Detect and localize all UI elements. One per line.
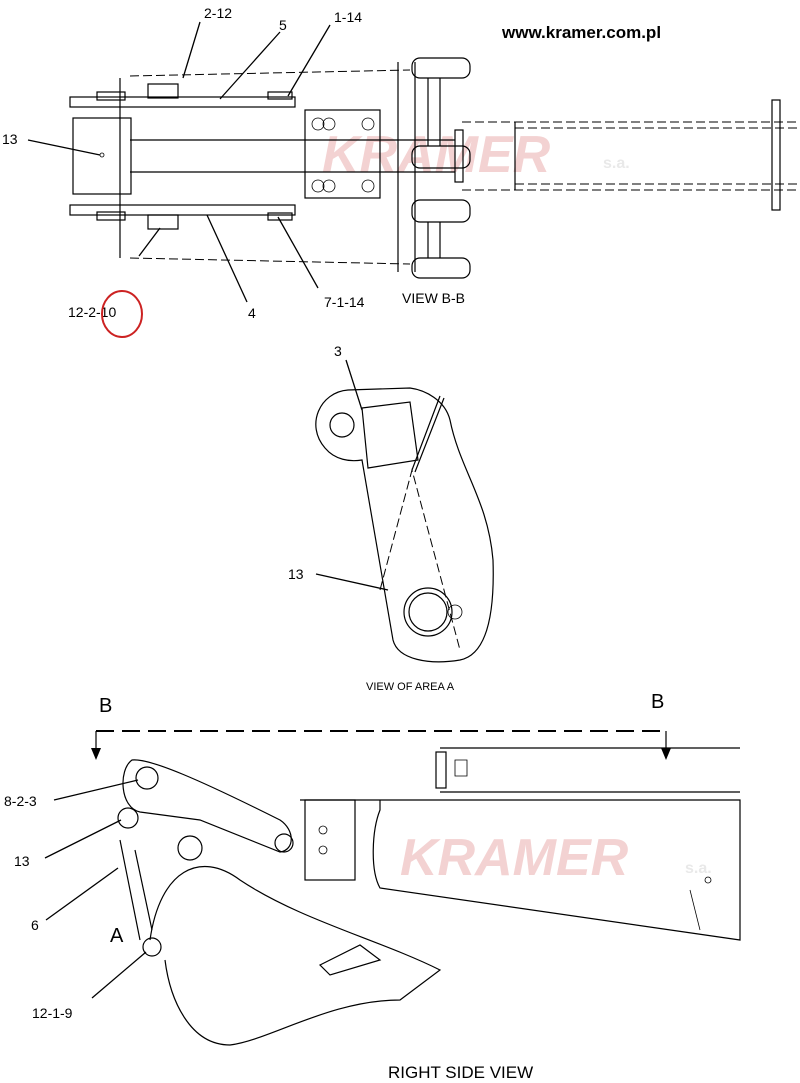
view-bb-title: VIEW B-B [402,290,465,306]
callout-1-14: 1-14 [334,9,362,25]
view-area-a-drawing [315,387,494,663]
view-area-a-callouts: 3 13 VIEW OF AREA A [288,343,455,693]
right-side-view-callouts: 8-2-3 13 6 A 12-1-9 RIGHT SIDE VIEW [4,779,533,1082]
callout-2-12: 2-12 [204,5,232,21]
watermark-bottom: KRAMER s.a. [400,829,712,887]
watermark-suffix: s.a. [603,155,630,172]
watermark-brand: KRAMER [322,126,551,184]
callout-13: 13 [14,853,30,869]
callout-12-2-10: 12-2-10 [68,304,116,320]
view-area-a-title: VIEW OF AREA A [366,681,455,693]
highlight-circle [101,290,143,338]
callout-8-2-3: 8-2-3 [4,793,37,809]
callout-12-1-9: 12-1-9 [32,1005,73,1021]
watermark-brand: KRAMER [400,829,629,887]
callout-7-1-14: 7-1-14 [324,294,365,310]
right-side-view-title: RIGHT SIDE VIEW [388,1063,533,1082]
watermark-suffix: s.a. [685,860,712,877]
callout-4: 4 [248,305,256,321]
callout-6: 6 [31,917,39,933]
right-side-view-drawing [117,747,741,1046]
section-line-bb: B B [91,691,671,760]
callout-13: 13 [288,566,304,582]
section-mark-right: B [651,691,664,713]
area-mark-a: A [110,925,124,947]
callout-13: 13 [2,131,18,147]
view-bb-drawing [69,57,800,279]
section-mark-left: B [99,695,112,717]
view-bb-callouts: 2-12 5 1-14 13 12-2-10 4 7-1-14 VIEW B-B [2,5,465,338]
callout-5: 5 [279,17,287,33]
callout-3: 3 [334,343,342,359]
watermark-top: KRAMER s.a. [322,126,630,184]
website-url: www.kramer.com.pl [501,23,661,42]
